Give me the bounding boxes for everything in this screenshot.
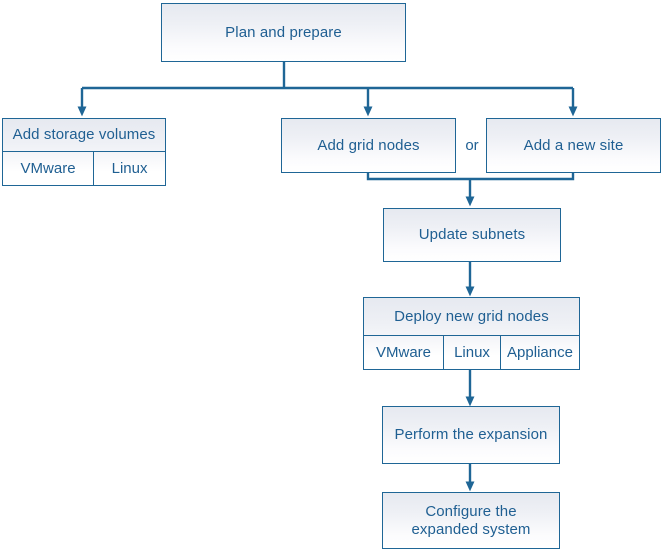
node-subrow: VMware Linux [3, 151, 165, 185]
node-subrow: VMware Linux Appliance [364, 335, 579, 369]
subcell-appliance[interactable]: Appliance [500, 336, 579, 369]
subcell-vmware[interactable]: VMware [364, 336, 443, 369]
node-add-storage-volumes[interactable]: Add storage volumes VMware Linux [2, 118, 166, 186]
subcell-linux[interactable]: Linux [443, 336, 500, 369]
subcell-vmware[interactable]: VMware [3, 152, 94, 185]
node-add-grid-nodes[interactable]: Add grid nodes [281, 118, 456, 173]
node-title: Update subnets [418, 226, 526, 244]
subcell-linux[interactable]: Linux [93, 152, 165, 185]
node-deploy-new-grid-nodes[interactable]: Deploy new grid nodes VMware Linux Appli… [363, 297, 580, 370]
node-title: Add a new site [523, 136, 624, 154]
node-title: Perform the expansion [394, 426, 548, 444]
node-title: Plan and prepare [225, 23, 342, 41]
node-title: Configure the expanded system [411, 503, 531, 538]
node-title: Add grid nodes [317, 136, 420, 154]
node-plan-and-prepare[interactable]: Plan and prepare [161, 3, 406, 62]
line-merge-bus [366, 173, 575, 181]
node-configure-the-expanded-system[interactable]: Configure the expanded system [382, 492, 560, 549]
node-update-subnets[interactable]: Update subnets [383, 208, 561, 262]
node-add-a-new-site[interactable]: Add a new site [486, 118, 661, 173]
node-title: Add storage volumes [12, 126, 156, 144]
or-label: or [465, 136, 479, 154]
node-perform-the-expansion[interactable]: Perform the expansion [382, 406, 560, 464]
node-title: Deploy new grid nodes [394, 307, 549, 325]
